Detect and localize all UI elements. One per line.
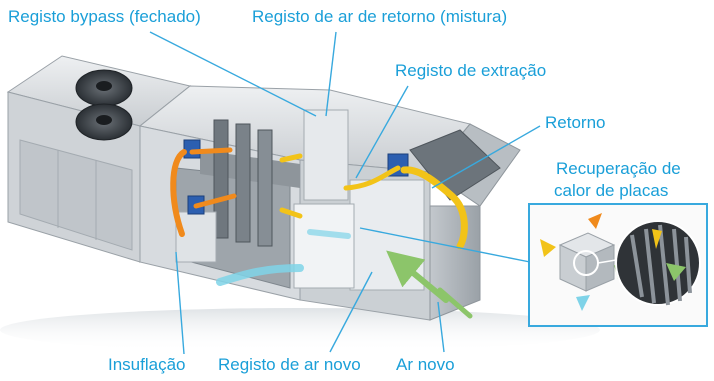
leader-heat-recovery [359, 227, 531, 263]
leader-bypass [149, 31, 317, 117]
label-bypass-damper: Registo bypass (fechado) [8, 7, 201, 26]
heat-recovery-inset [528, 203, 708, 327]
fresh-airflow [386, 250, 473, 319]
arrow-icon [588, 213, 602, 229]
ground-shadow [0, 308, 600, 352]
leader-extraction [355, 85, 409, 179]
leader-return-damper [325, 31, 337, 117]
exhaust-airflow [216, 229, 351, 286]
motor-icon [183, 139, 201, 159]
arrow-icon [540, 239, 556, 257]
fan-module [6, 55, 192, 264]
label-extraction-damper: Registo de extração [395, 61, 547, 80]
leader-lines [149, 31, 541, 355]
arrow-icon [576, 295, 590, 311]
supply-airflow [170, 147, 237, 237]
leader-fresh-air [437, 301, 445, 353]
leader-supply [175, 251, 185, 355]
heat-recovery-detail [540, 213, 701, 311]
label-fresh-air: Ar novo [396, 355, 455, 374]
label-heat-recovery-line2: calor de placas [554, 181, 669, 200]
coil-bank [257, 129, 273, 247]
leader-return [431, 125, 541, 189]
label-return-air-damper: Registo de ar de retorno (mistura) [252, 7, 508, 26]
label-fresh-air-damper: Registo de ar novo [218, 355, 361, 374]
leader-fresh-damper [329, 271, 373, 353]
return-airflow [279, 153, 468, 250]
damper-block [303, 109, 349, 201]
label-return: Retorno [545, 113, 606, 132]
fan-icon [75, 69, 133, 107]
label-supply: Insuflação [108, 355, 186, 374]
filter-bank [235, 123, 251, 243]
return-section [387, 123, 521, 321]
fan-icon [75, 103, 133, 141]
label-heat-recovery-line1: Recuperação de [556, 159, 681, 178]
